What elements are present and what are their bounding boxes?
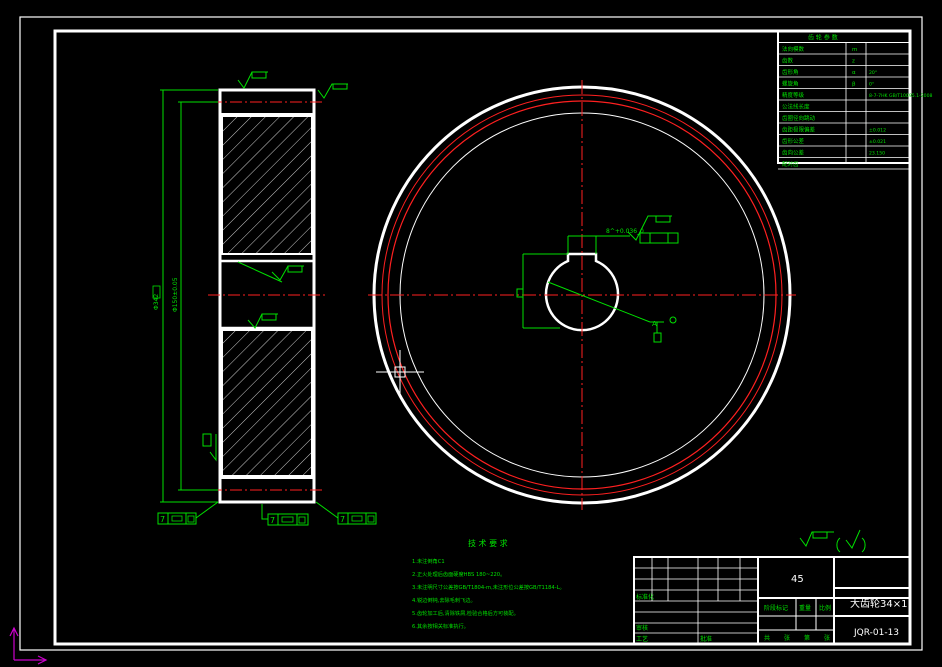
fcf-mid: 7 [261,504,309,526]
gear-table-param-value: ±0.021 [869,139,886,145]
gear-table-param-name: 公法线长度 [782,103,810,111]
tech-requirement-line: 2.正火处理后齿面硬度HBS 180~220。 [412,570,505,578]
fcf-left-symbol: 7 [160,515,165,524]
tb-label-approve: 批准 [700,635,712,643]
tb-label-standardization: 标准化 [636,593,654,601]
tech-requirement-line: 1.未注倒角C1 [412,557,445,565]
datum-label: A [652,320,657,328]
gear-table-param-value: 23.150 [869,151,885,157]
gear-table-param-symbol: β [852,82,856,88]
gear-table-param-name: 齿数 [782,57,794,65]
drawing-title: 大齿轮34×1 [850,597,907,610]
technical-requirements: 技 术 要 求 1.未注倒角C1 2.正火处理后齿面硬度HBS 180~220。 3… [412,538,565,630]
gear-table-param-value: 20° [869,70,877,76]
tech-requirement-line: 6.其余按相关标准执行。 [412,622,469,630]
gear-table-param-name: 螺旋角 [782,80,799,88]
gear-table-param-symbol: m [852,47,857,53]
outer-frame [19,16,923,651]
tb-label-weight: 重量 [799,604,811,612]
tech-requirement-line: 4.锐边倒钝,去除毛刺飞边。 [412,596,476,604]
gear-table-param-name: 配对齿 [782,160,799,168]
gear-table-param-name: 精度等级 [782,91,805,99]
drawing-number: JQR-01-13 [853,628,899,638]
fcf-mid-symbol: 7 [270,516,275,525]
lower-web-hatch [221,329,313,477]
tb-label-review: 审核 [636,624,648,632]
ucs-icon [9,626,48,665]
tb-label-stage: 阶段标记 [764,604,788,612]
gear-table-param-symbol: z [852,59,855,65]
keyway-dimension-label: 8^+0.036_0 [606,228,644,235]
tb-label-process: 工艺 [636,635,648,643]
tech-requirement-line: 5.齿轮加工后,清除铁屑,检验合格后方可装配。 [412,609,519,617]
tech-requirement-line: 3.未注明尺寸公差按GB/T1804-m,未注形位公差按GB/T1184-L。 [412,583,565,591]
fcf-right-symbol: 7 [340,515,345,524]
gear-table-param-name: 齿圈径向跳动 [782,114,816,122]
tb-label-total: 共 [764,634,770,642]
material-label: 45 [791,574,804,585]
gear-table-header: 齿 轮 参 数 [808,34,838,42]
fcf-left: 7 [157,501,219,525]
gear-table-param-value: 8-7-7HK GB/T10095.1-2008 [869,93,932,99]
gear-table-param-symbol: α [852,70,856,76]
fcf-right: 7 [315,501,377,525]
diameter-dimension-label: Φ342 [153,294,160,310]
gear-table-param-name: 齿距极限偏差 [782,126,816,134]
cursor-crosshair [376,350,424,396]
tech-requirements-heading: 技 术 要 求 [468,538,508,548]
title-block: 45 大齿轮34×1 JQR-01-13 标准化 审核 工艺 批准 阶段标记 重… [633,556,911,645]
gear-table-param-name: 齿向公差 [782,149,805,157]
tb-label-scale: 比例 [819,604,831,612]
tb-label-sheets: 张 [784,634,790,642]
tb-label-no: 第 [804,634,810,642]
section-view: Φ342 Φ150±0.05 7 [152,71,377,526]
upper-web-hatch [221,115,313,255]
gear-table-param-value: 0° [869,82,874,88]
hub-dimension-label: Φ150±0.05 [172,277,179,312]
front-view: 8^+0.036_0 A [368,80,796,510]
general-roughness-note [799,529,866,553]
gear-table-param-name: 齿形角 [782,68,799,76]
gear-table-param-name: 齿形公差 [782,137,805,145]
gear-table-param-value: ±0.012 [869,128,886,134]
tb-label-sheet: 张 [824,634,830,642]
inner-frame [53,29,912,646]
gear-table-param-name: 法向模数 [782,45,805,53]
